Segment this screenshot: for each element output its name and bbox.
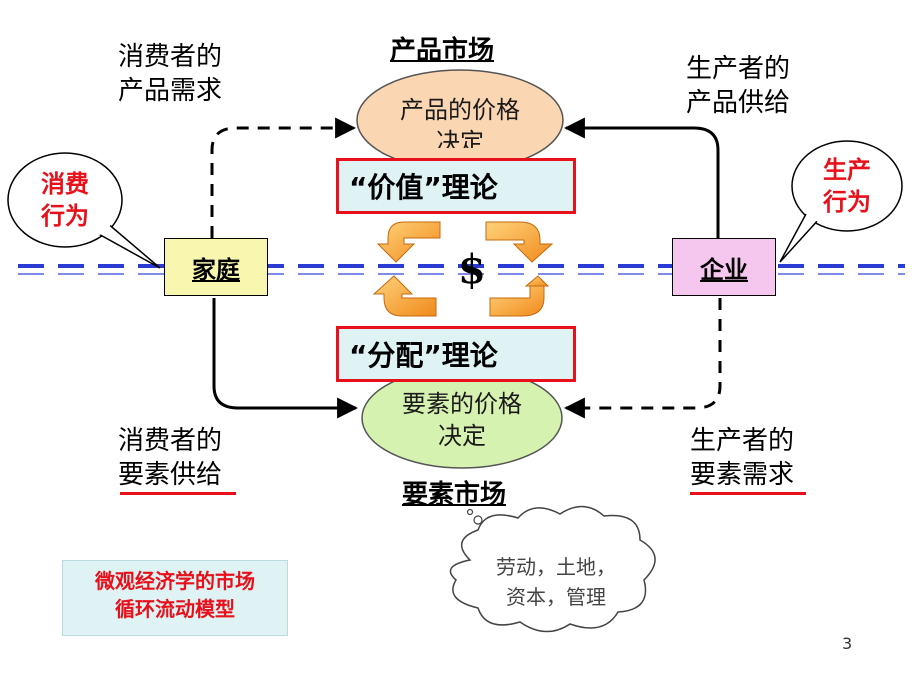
factor-price-label: 要素的价格 决定 <box>372 388 552 452</box>
label-line: 消费 <box>41 170 89 198</box>
label-line: 行为 <box>41 202 89 230</box>
firm-label: 企业 <box>700 255 748 284</box>
producer-factor-demand-arrow <box>563 298 722 419</box>
production-callout-text: 生产 行为 <box>802 154 892 218</box>
distribution-theory-label: “分配”理论 <box>349 339 498 372</box>
caption-line: 微观经济学的市场 <box>95 569 255 593</box>
factors-cloud-text: 劳动，土地， 资本，管理 <box>470 552 642 612</box>
caption-line: 循环流动模型 <box>115 597 235 621</box>
label-line: 产品的价格 <box>400 96 520 124</box>
label-line: 产品需求 <box>118 76 223 106</box>
product-market-title: 产品市场 <box>390 36 495 66</box>
producer-factor-demand-label: 生产者的 要素需求 <box>690 424 794 492</box>
producer-product-supply-label: 生产者的 产品供给 <box>686 52 790 120</box>
label-line: 消费者的 <box>118 426 223 456</box>
label-line: 要素需求 <box>690 460 795 490</box>
label-line: 产品供给 <box>686 88 791 118</box>
label-line: 消费者的 <box>118 42 223 72</box>
consumer-demand-arrow <box>210 117 357 238</box>
label-line: 要素供给 <box>118 460 223 490</box>
page-number: 3 <box>842 634 853 653</box>
producer-supply-arrow <box>563 117 720 238</box>
model-caption-box: 微观经济学的市场 循环流动模型 <box>62 560 288 636</box>
producer-factor-demand-underline <box>690 492 806 495</box>
label-line: 要素的价格 <box>402 390 522 418</box>
household-box: 家庭 <box>164 238 268 296</box>
consumer-factor-supply-underline <box>120 492 236 495</box>
label-line: 决定 <box>436 128 484 148</box>
label-line: 生产者的 <box>690 426 795 456</box>
label-line: 生产 <box>823 156 871 184</box>
product-price-label: 产品的价格 决定 <box>370 94 550 148</box>
factor-market-title: 要素市场 <box>402 480 507 510</box>
distribution-theory-box: “分配”理论 <box>336 326 576 382</box>
label-line: 行为 <box>823 188 871 216</box>
household-label: 家庭 <box>192 255 240 284</box>
consumer-product-demand-label: 消费者的 产品需求 <box>118 40 222 108</box>
factors-cloud <box>449 505 656 633</box>
firm-box: 企业 <box>672 238 776 296</box>
circular-flow-arrows <box>372 221 554 317</box>
label-line: 劳动，土地， <box>496 555 616 579</box>
production-callout <box>779 140 903 263</box>
label-line: 决定 <box>438 422 486 450</box>
consumer-factor-supply-arrow <box>212 298 359 419</box>
consumption-callout <box>7 152 161 269</box>
consumer-factor-supply-label: 消费者的 要素供给 <box>118 424 222 492</box>
value-theory-label: “价值”理论 <box>349 171 498 204</box>
label-line: 生产者的 <box>686 54 791 84</box>
dollar-symbol: $ <box>458 246 486 293</box>
value-theory-box: “价值”理论 <box>336 158 576 214</box>
consumption-callout-text: 消费 行为 <box>20 168 110 232</box>
label-line: 资本，管理 <box>506 585 606 609</box>
